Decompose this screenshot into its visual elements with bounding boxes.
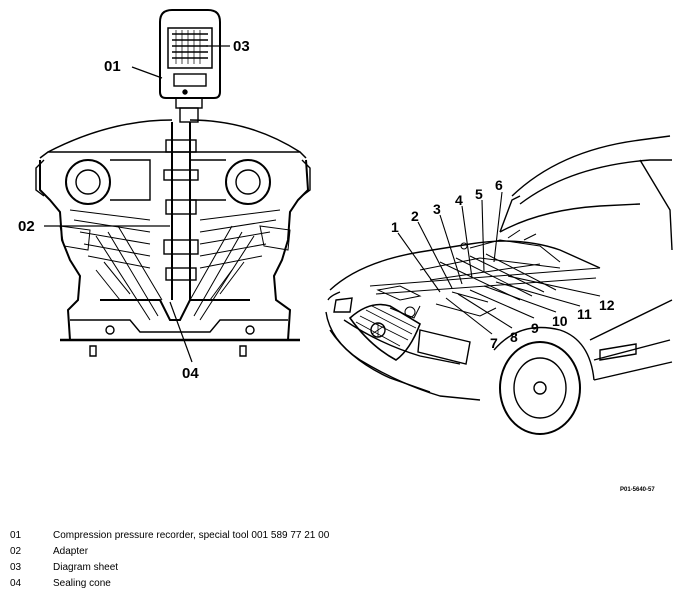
legend-row: 04 Sealing cone [10,576,670,592]
car-label-2: 2 [411,208,419,224]
pressure-recorder-drawing [159,9,221,123]
car-label-11: 11 [577,306,592,322]
car-label-8: 8 [510,329,518,345]
legend-text: Compression pressure recorder, special t… [53,530,330,541]
valve-train-hatching [59,209,291,321]
car-label-9: 9 [531,320,539,336]
engine-label-02: 02 [18,218,35,235]
engine-leader-lines [44,45,230,363]
legend-code: 04 [10,578,22,589]
legend-text: Sealing cone [53,578,111,589]
legend-code: 01 [10,530,22,541]
legend-code: 02 [10,546,22,557]
car-label-3: 3 [433,201,441,217]
legend-code: 03 [10,562,22,573]
legend-text: Adapter [53,546,89,557]
car-label-1: 1 [391,219,399,235]
engine-cross-section [35,9,311,357]
technical-diagram: 01 02 03 04 [18,9,673,493]
engine-label-04: 04 [182,365,199,382]
legend-text: Diagram sheet [53,562,119,573]
engine-label-01: 01 [104,58,121,75]
engine-label-03: 03 [233,38,250,55]
adapter-rod-drawing [163,122,199,300]
car-label-4: 4 [455,192,463,208]
legend: 01 Compression pressure recorder, special… [10,528,670,592]
car-label-5: 5 [475,186,483,202]
figure-reference: P01-5640-57 [620,487,655,493]
car-drawing [325,135,673,435]
car-leader-lines [397,191,601,335]
legend-row: 03 Diagram sheet [10,560,670,576]
car-label-7: 7 [490,335,498,351]
legend-row: 01 Compression pressure recorder, special… [10,528,670,544]
legend-row: 02 Adapter [10,544,670,560]
car-label-6: 6 [495,177,503,193]
car-label-12: 12 [599,297,615,313]
car-label-10: 10 [552,313,568,329]
